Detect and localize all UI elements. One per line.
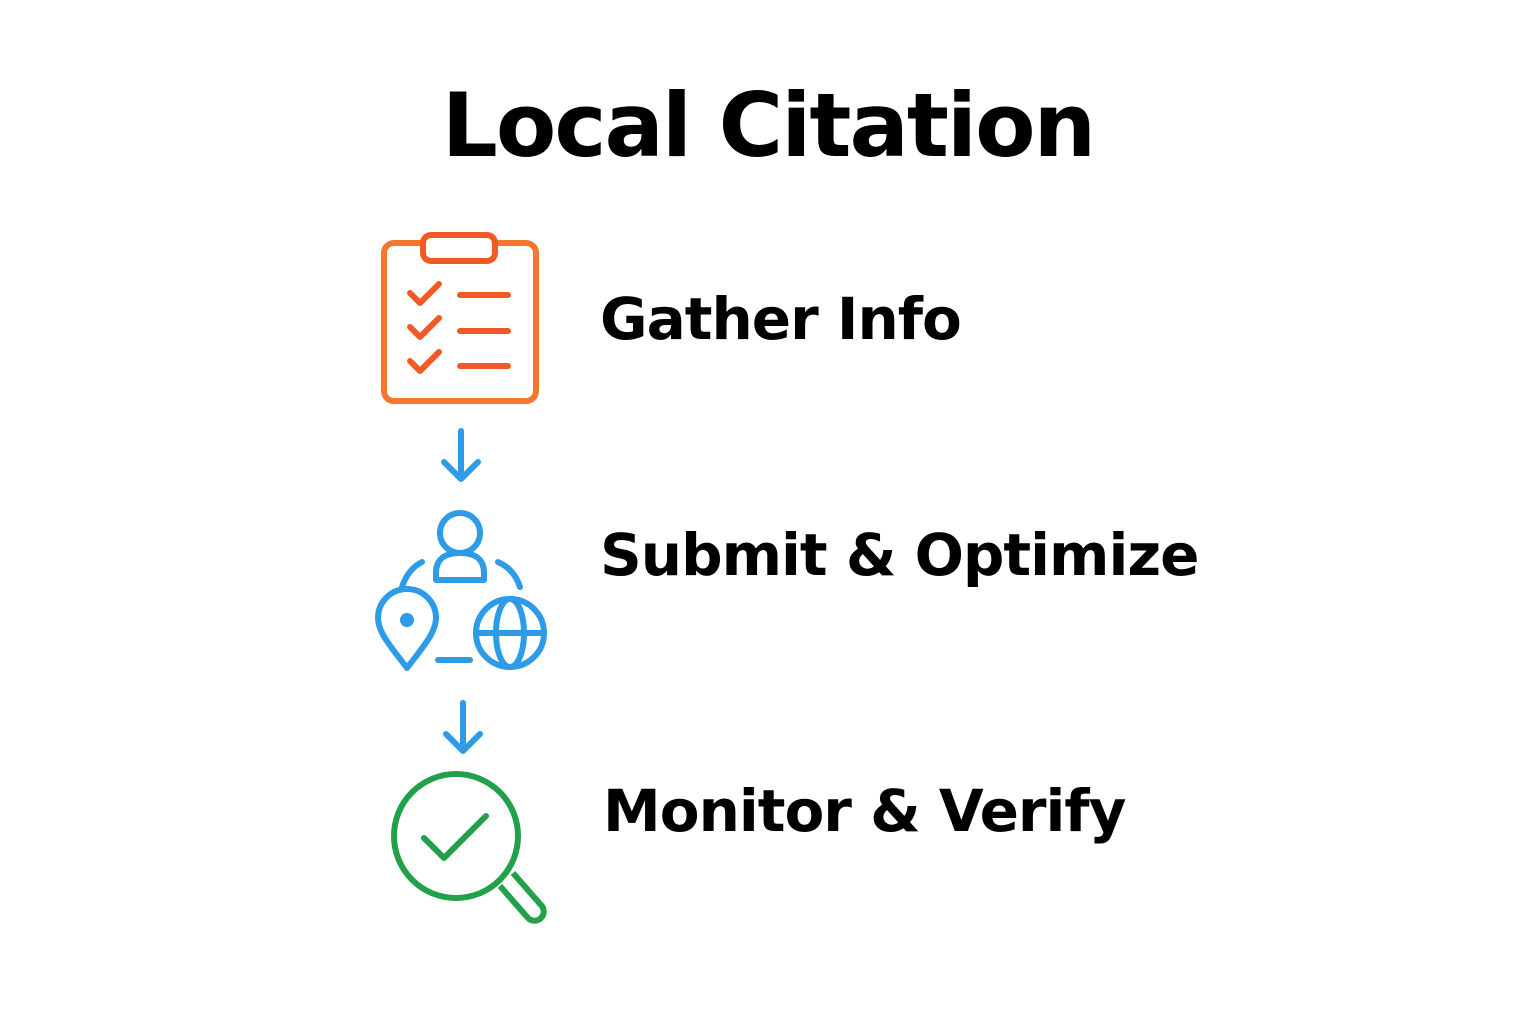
arrow-down-icon [440,700,486,756]
step-label-submit-optimize: Submit & Optimize [600,521,1199,589]
magnifier-check-icon [388,768,553,933]
page-title: Local Citation [441,74,1096,177]
step-label-gather-info: Gather Info [600,285,962,353]
arrow-down-icon [438,428,484,484]
step-label-monitor-verify: Monitor & Verify [603,777,1126,845]
clipboard-checklist-icon [378,230,548,410]
network-location-globe-icon [372,505,552,675]
